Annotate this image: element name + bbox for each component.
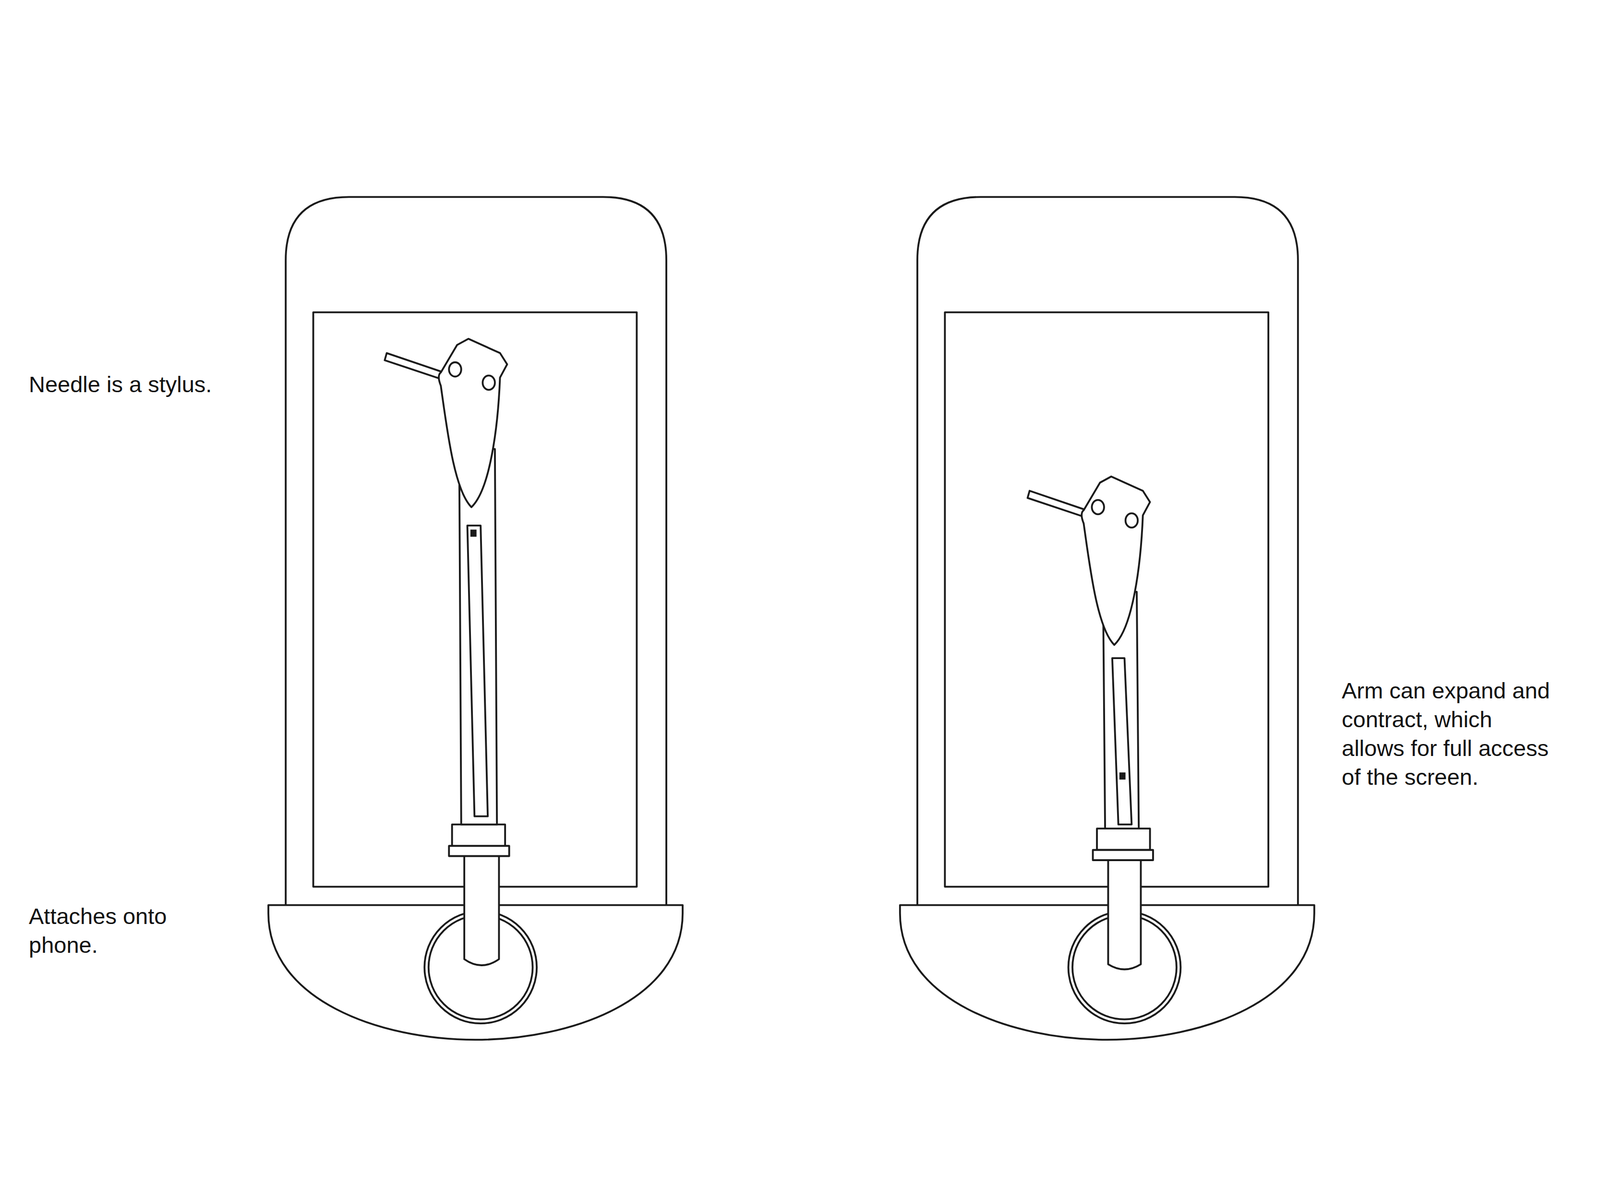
note-label: Needle is a stylus. — [28, 370, 279, 399]
note-label: Arm can expand and contract, which allow… — [1341, 676, 1553, 792]
note-label: Attaches onto phone. — [28, 902, 190, 960]
phone-left — [268, 196, 683, 1040]
phone-right — [900, 196, 1315, 1040]
